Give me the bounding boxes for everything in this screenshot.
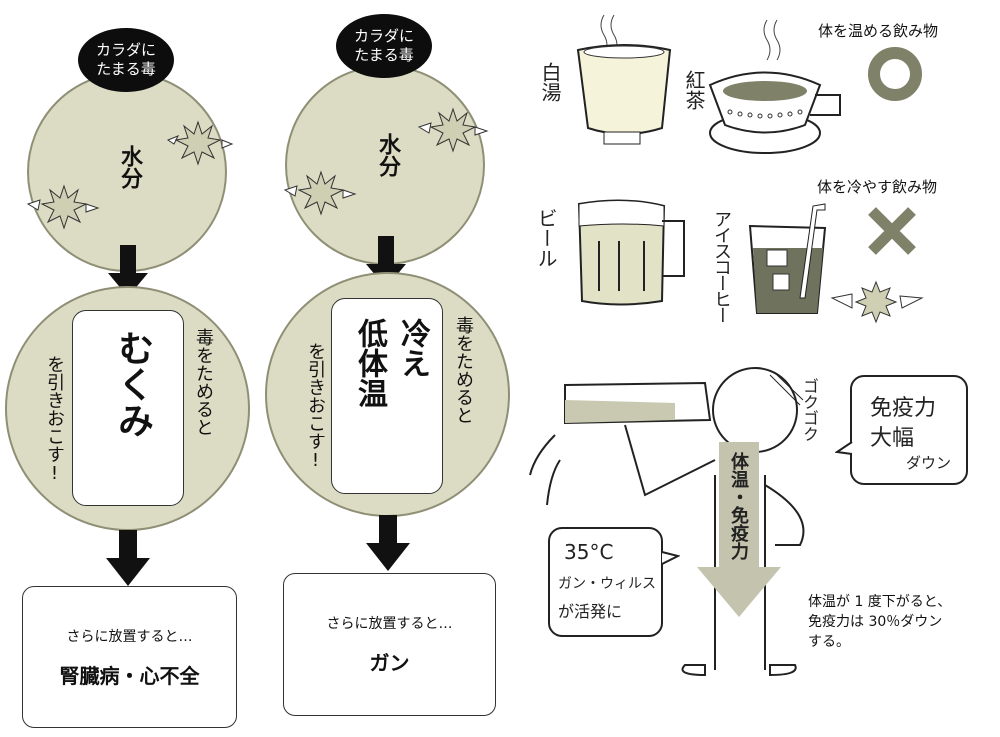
- note-line-3: する。: [808, 634, 850, 650]
- speech-bubble-left: [548, 527, 663, 637]
- left-caption: を引きおこす!: [305, 342, 326, 471]
- badge-line-2: たまる毒: [96, 60, 156, 78]
- speech-tail-icon: [661, 551, 680, 565]
- condition-card: [331, 298, 443, 494]
- speech-right-line-1: 免疫力: [870, 396, 937, 421]
- cooling-heading: 体を冷やす飲み物: [817, 178, 938, 196]
- condition-card: [72, 310, 184, 506]
- toxin-circle: [27, 72, 227, 272]
- toxin-label: 水分: [375, 133, 400, 177]
- temperature-down-arrow-icon: [697, 442, 781, 617]
- speech-left-line-3: が活発に: [558, 602, 623, 621]
- note-line-1: 体温が 1 度下がると、: [808, 594, 952, 610]
- note-line-2: 免疫力は 30％ダウン: [808, 614, 943, 630]
- speech-left-line-2: ガン・ウィルス: [558, 576, 656, 592]
- drink-label-beer: ビール: [534, 208, 558, 268]
- result-box: さらに放置すると… 腎臓病・心不全: [22, 586, 237, 728]
- toxin-label: 水分: [117, 145, 142, 189]
- result-text: ガン: [369, 651, 410, 675]
- germ-icon: [26, 184, 100, 230]
- germ-icon: [830, 280, 924, 324]
- ok-mark-icon: [868, 47, 922, 101]
- down-arrow-icon: [106, 530, 150, 586]
- drink-label-tea: 紅茶: [682, 70, 706, 110]
- speech-bubble-right: [850, 375, 968, 485]
- down-arrow-icon: [366, 515, 410, 571]
- speech-right-line-2: 大幅: [870, 426, 915, 451]
- result-box: さらに放置すると… ガン: [283, 573, 496, 716]
- iced-coffee-glass-icon: [748, 203, 827, 314]
- badge-line-2: たまる毒: [354, 46, 414, 64]
- speech-tail-icon: [835, 441, 853, 455]
- beer-mug-icon: [577, 199, 685, 306]
- right-caption: 毒をためると: [193, 328, 214, 436]
- right-caption: 毒をためると: [453, 316, 474, 424]
- germ-icon: [417, 107, 489, 153]
- result-intro: さらに放置すると…: [66, 628, 193, 645]
- toxin-badge: カラダに たまる毒: [336, 14, 432, 78]
- ng-mark-icon: [868, 207, 916, 255]
- germ-icon: [283, 170, 357, 216]
- warming-heading: 体を温める飲み物: [818, 22, 939, 40]
- condition-label-1: 冷え: [395, 318, 430, 378]
- germ-icon: [166, 120, 234, 166]
- down-arrow-icon: [108, 245, 148, 297]
- sound-effect-gokugoku: ゴクゴク: [800, 378, 819, 442]
- result-text: 腎臓病・心不全: [59, 663, 200, 688]
- hot-water-cup-icon: [576, 14, 672, 145]
- speech-right-line-3: ダウン: [906, 454, 952, 472]
- drink-label-iced-coffee: アイスコーヒー: [711, 210, 732, 322]
- left-caption: を引きおこす!: [44, 355, 65, 484]
- speech-left-line-1: 35°C: [564, 540, 614, 564]
- toxin-badge: カラダに たまる毒: [78, 28, 174, 92]
- condition-label: むくみ: [112, 330, 153, 438]
- tea-cup-icon: [708, 19, 841, 154]
- immunity-note: 体温が 1 度下がると、 免疫力は 30％ダウン する。: [808, 592, 951, 652]
- badge-line-1: カラダに: [353, 27, 414, 45]
- badge-line-1: カラダに: [95, 41, 156, 59]
- condition-label-2: 低体温: [352, 318, 387, 408]
- result-intro: さらに放置すると…: [326, 616, 453, 632]
- arrow-label: 体温・免疫力: [728, 452, 749, 560]
- drink-label-sayu: 白湯: [538, 62, 562, 102]
- person-drinking-icon: [529, 367, 805, 677]
